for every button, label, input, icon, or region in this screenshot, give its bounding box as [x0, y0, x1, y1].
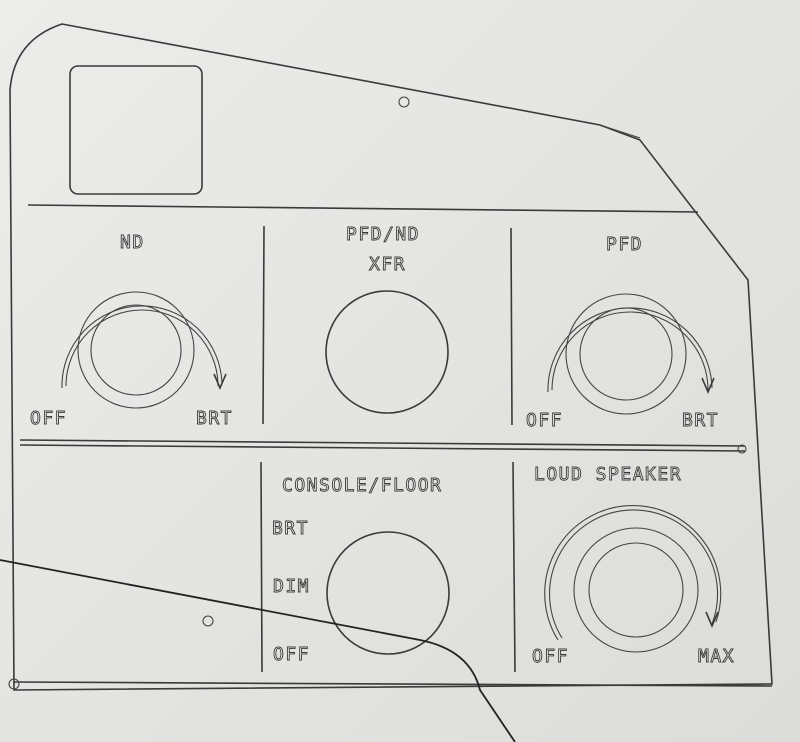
xfr-title-line2: XFR [369, 254, 406, 275]
console-floor-switch[interactable] [326, 531, 450, 655]
divider-vertical-4 [512, 461, 516, 673]
console-off-label: OFF [273, 644, 310, 665]
divider-vertical-3 [260, 461, 263, 673]
nd-off-label: OFF [30, 408, 67, 429]
console-brt-label: BRT [272, 518, 309, 539]
mounting-hole [8, 678, 20, 690]
divider-bottom [13, 681, 773, 687]
console-title: CONSOLE/FLOOR [282, 475, 442, 496]
xfr-switch[interactable] [325, 290, 449, 414]
divider-vertical-2 [510, 227, 513, 426]
console-dim-label: DIM [273, 576, 310, 597]
xfr-title-line1: PFD/ND [346, 224, 420, 245]
pfd-title: PFD [606, 234, 643, 255]
stray-line [0, 559, 516, 742]
speaker-title: LOUD SPEAKER [534, 464, 682, 485]
panel-outline [9, 23, 773, 691]
divider-vertical-1 [262, 225, 265, 425]
pfd-off-label: OFF [526, 410, 563, 431]
pfd-brt-label: BRT [682, 410, 719, 431]
loud-speaker-knob[interactable] [544, 505, 722, 653]
nd-knob[interactable] [61, 291, 227, 409]
pfd-knob[interactable] [547, 293, 715, 415]
divider-middle [19, 439, 746, 447]
mounting-hole [398, 96, 410, 108]
mounting-hole [737, 444, 747, 454]
speaker-off-label: OFF [532, 646, 569, 667]
display-cutout [69, 65, 203, 195]
divider-top [27, 204, 699, 213]
mounting-hole [202, 615, 214, 627]
nd-brt-label: BRT [196, 408, 233, 429]
speaker-max-label: MAX [698, 646, 735, 667]
nd-title: ND [120, 232, 145, 253]
